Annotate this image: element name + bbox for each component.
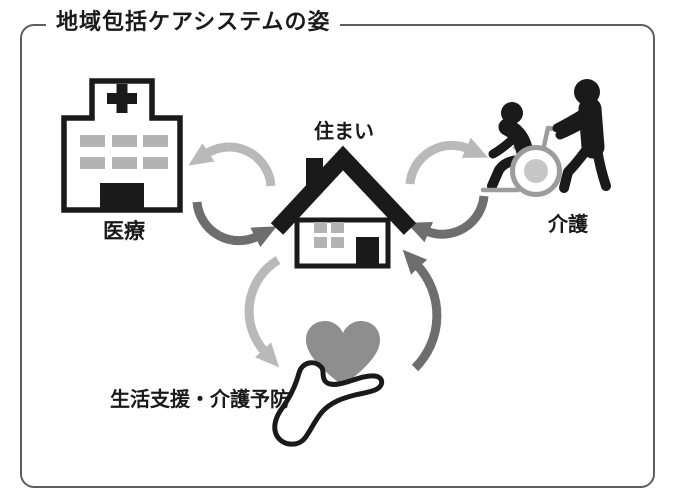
cycle-arrows-housing-support bbox=[244, 249, 442, 372]
arrow-to-medical bbox=[188, 142, 276, 187]
arrow-to-support bbox=[244, 256, 281, 368]
house-door bbox=[356, 237, 379, 264]
medical-cross-icon bbox=[107, 84, 137, 113]
hospital-windows bbox=[80, 135, 168, 169]
house-window bbox=[314, 222, 344, 248]
medical-label: 医療 bbox=[103, 220, 145, 243]
hospital-door bbox=[100, 183, 144, 210]
housing-label: 住まい bbox=[314, 121, 374, 143]
heart-in-hand-icon bbox=[272, 321, 385, 447]
caregiver-person bbox=[552, 79, 611, 193]
arrow-to-housing-right bbox=[406, 195, 489, 243]
hand-icon bbox=[272, 360, 385, 447]
nursing-label: 介護 bbox=[548, 214, 588, 236]
arrow-to-housing-bottom bbox=[402, 249, 442, 372]
support-prevention-label: 生活支援・介護予防 bbox=[110, 389, 290, 411]
wheelchair-hub bbox=[524, 159, 548, 183]
hospital-icon bbox=[61, 78, 183, 213]
wheelchair-caregiver-icon bbox=[480, 79, 611, 197]
arrow-to-housing-left bbox=[192, 201, 277, 248]
house-icon bbox=[270, 145, 417, 269]
arrow-to-nursing bbox=[405, 137, 489, 185]
cycle-arrows-housing-nursing bbox=[405, 137, 489, 243]
cycle-arrows-housing-medical bbox=[188, 142, 277, 248]
diagram-title: 地域包括ケアシステムの姿 bbox=[46, 8, 341, 36]
house-roof bbox=[270, 145, 417, 235]
